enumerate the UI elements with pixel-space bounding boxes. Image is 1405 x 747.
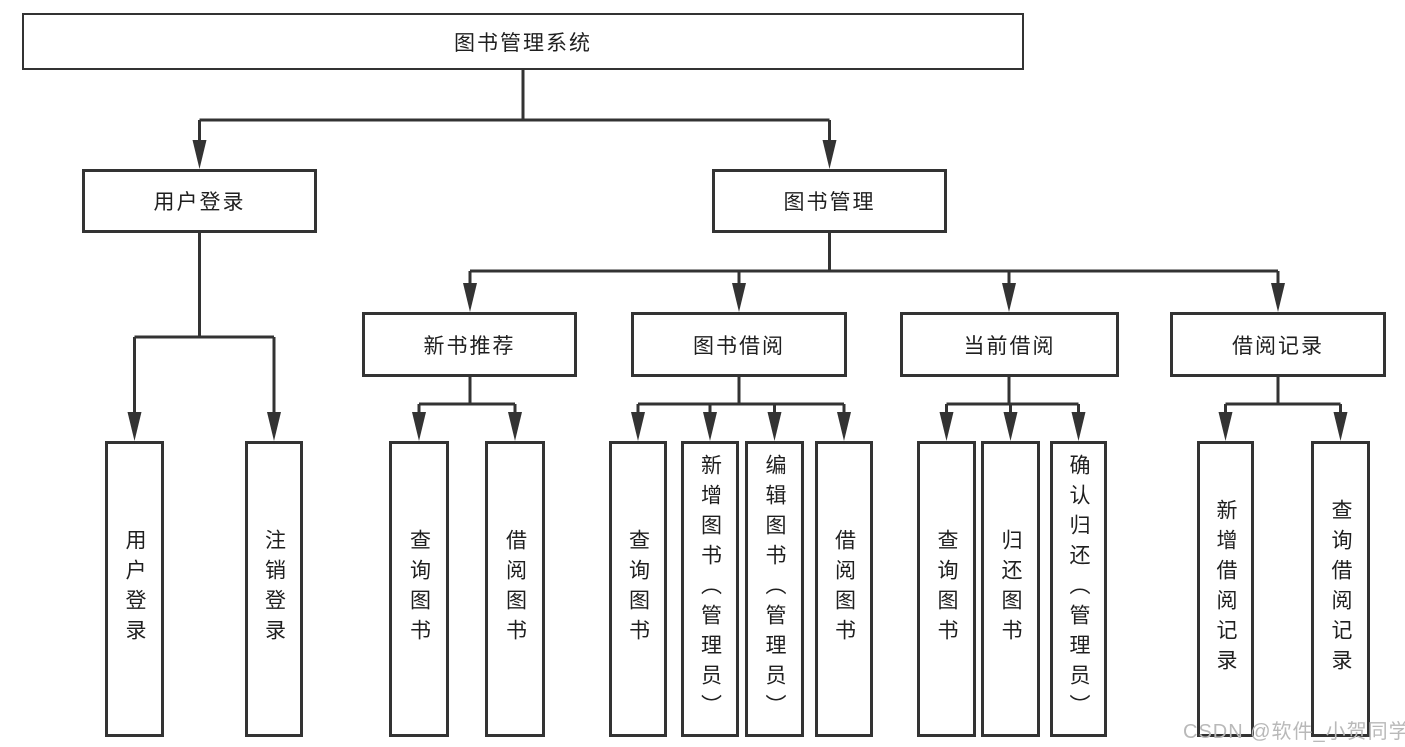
node-label: 查询图书 xyxy=(626,529,650,649)
node-label: 查询借阅记录 xyxy=(1329,499,1352,679)
connector-root-to-level2 xyxy=(198,70,831,142)
connector-userlogin-to-leaves xyxy=(133,233,276,414)
node-label: 新增借阅记录 xyxy=(1214,499,1237,679)
csdn-watermark: CSDN @软件_小贺同学 xyxy=(1183,721,1405,743)
node-label: 编辑图书（管理员） xyxy=(763,454,786,724)
leaf-query-borrow-record: 查询借阅记录 xyxy=(1311,441,1370,737)
node-label: 新增图书（管理员） xyxy=(698,454,722,724)
node-label: 图书管理 xyxy=(783,191,876,214)
leaf-edit-books-admin: 编辑图书（管理员） xyxy=(745,441,804,737)
arrowheads-level3 xyxy=(463,283,1285,312)
node-current-borrowing: 当前借阅 xyxy=(900,312,1119,377)
node-label: 确认归还（管理员） xyxy=(1067,454,1090,724)
connector-records-to-leaves xyxy=(1224,377,1342,414)
node-label: 查询图书 xyxy=(935,529,958,649)
node-user-login: 用户登录 xyxy=(82,169,317,233)
node-label: 归还图书 xyxy=(999,529,1022,649)
node-label: 新书推荐 xyxy=(423,334,516,358)
node-label: 注销登录 xyxy=(262,529,286,649)
node-root-system: 图书管理系统 xyxy=(22,13,1024,70)
leaf-return-books: 归还图书 xyxy=(981,441,1040,737)
node-label: 当前借阅 xyxy=(963,334,1056,358)
node-new-book-recommend: 新书推荐 xyxy=(362,312,577,377)
arrowheads-leaves xyxy=(127,412,1348,441)
connector-bookmgmt-to-level3 xyxy=(468,233,1280,285)
leaf-add-borrow-record: 新增借阅记录 xyxy=(1197,441,1254,737)
node-label: 借阅图书 xyxy=(832,529,856,649)
arrowheads-level2 xyxy=(192,140,837,169)
leaf-query-books-current: 查询图书 xyxy=(917,441,976,737)
node-label: 图书借阅 xyxy=(693,334,785,358)
node-book-management: 图书管理 xyxy=(712,169,947,233)
connector-borrow-to-leaves xyxy=(636,377,846,414)
node-borrowing-records: 借阅记录 xyxy=(1170,312,1386,377)
leaf-add-books-admin: 新增图书（管理员） xyxy=(681,441,739,737)
connector-current-to-leaves xyxy=(945,377,1080,414)
node-label: 借阅记录 xyxy=(1232,334,1324,358)
connector-newbook-to-leaves xyxy=(417,377,517,414)
node-label: 借阅图书 xyxy=(503,529,527,649)
leaf-user-login: 用户登录 xyxy=(105,441,164,737)
node-label: 查询图书 xyxy=(407,529,431,649)
node-label: 用户登录 xyxy=(153,191,246,214)
leaf-query-books-recommend: 查询图书 xyxy=(389,441,449,737)
leaf-confirm-return-admin: 确认归还（管理员） xyxy=(1050,441,1107,737)
leaf-query-books-borrow: 查询图书 xyxy=(609,441,667,737)
node-label: 用户登录 xyxy=(123,529,146,649)
leaf-logout: 注销登录 xyxy=(245,441,303,737)
leaf-borrow-books: 借阅图书 xyxy=(815,441,873,737)
leaf-borrow-books-recommend: 借阅图书 xyxy=(485,441,545,737)
node-book-borrowing: 图书借阅 xyxy=(631,312,847,377)
node-label: 图书管理系统 xyxy=(454,31,592,55)
